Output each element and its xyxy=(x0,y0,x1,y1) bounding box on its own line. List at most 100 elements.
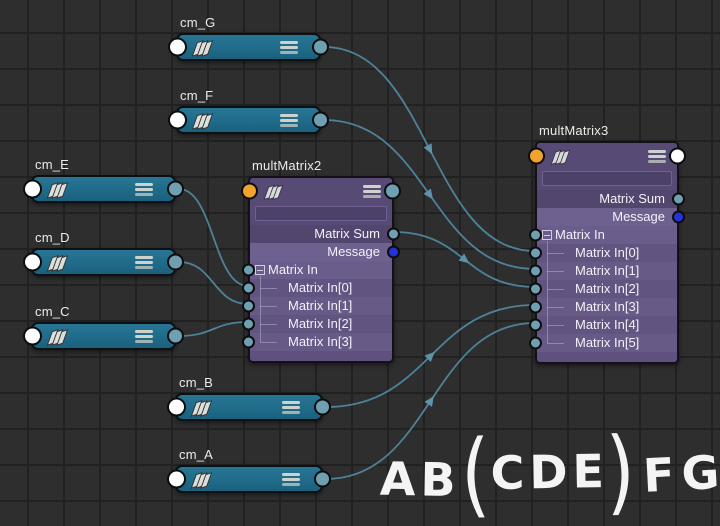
node-multMatrix3[interactable]: multMatrix3 Matrix Sum Message Matrix In xyxy=(528,123,686,364)
attr-row-matrix-in0[interactable]: Matrix In[0] xyxy=(242,279,392,297)
attr-row-matrix-in1[interactable]: Matrix In[1] xyxy=(529,262,677,280)
node-name-field[interactable] xyxy=(255,206,387,221)
output-port[interactable] xyxy=(314,398,331,416)
attr-row-matrix-sum[interactable]: Matrix Sum xyxy=(250,225,400,243)
attr-row-matrix-in2[interactable]: Matrix In[2] xyxy=(529,280,677,298)
matrix-in3-port[interactable] xyxy=(242,335,255,349)
matrix-in1-port[interactable] xyxy=(529,264,542,278)
matrix-sum-port[interactable] xyxy=(672,192,685,206)
menu-icon[interactable] xyxy=(135,255,153,269)
node-title: cm_F xyxy=(180,88,214,103)
attr-row-matrix-in[interactable]: Matrix In xyxy=(529,226,677,244)
attr-row-message[interactable]: Message xyxy=(537,208,685,226)
collapse-toggle[interactable] xyxy=(255,265,265,275)
node-cm_E[interactable]: cm_E xyxy=(23,157,184,203)
attr-row-matrix-sum[interactable]: Matrix Sum xyxy=(537,190,685,208)
attr-row-matrix-in5[interactable]: Matrix In[5] xyxy=(529,334,677,352)
matrix-in3-port[interactable] xyxy=(529,300,542,314)
annotation-paren-open: ( xyxy=(459,420,495,526)
message-port[interactable] xyxy=(672,210,685,224)
tree-line xyxy=(547,241,548,343)
node-cm_A[interactable]: cm_A xyxy=(167,447,331,493)
attr-label: Matrix In[3] xyxy=(288,334,353,349)
input-port[interactable] xyxy=(167,469,186,489)
input-port[interactable] xyxy=(23,179,42,199)
attr-label: Matrix In[2] xyxy=(288,316,353,331)
attr-label: Matrix In[0] xyxy=(575,245,640,260)
output-port[interactable] xyxy=(167,180,184,198)
menu-icon[interactable] xyxy=(135,329,153,343)
output-port[interactable] xyxy=(669,147,686,165)
node-header xyxy=(528,143,686,190)
connection-wire[interactable] xyxy=(178,261,249,305)
attr-label: Message xyxy=(327,244,380,259)
node-title: cm_B xyxy=(179,375,214,390)
attr-row-message[interactable]: Message xyxy=(250,243,400,261)
attr-label: Message xyxy=(612,209,665,224)
output-port[interactable] xyxy=(167,253,184,271)
node-cm_B[interactable]: cm_B xyxy=(167,375,331,421)
menu-icon[interactable] xyxy=(280,40,298,54)
node-cm_G[interactable]: cm_G xyxy=(168,15,329,61)
input-port[interactable] xyxy=(168,37,187,57)
connection-wire[interactable] xyxy=(178,188,249,287)
attr-row-matrix-in1[interactable]: Matrix In[1] xyxy=(242,297,392,315)
tree-line xyxy=(260,276,261,342)
menu-icon[interactable] xyxy=(135,182,153,196)
matrix-in-port[interactable] xyxy=(529,228,542,242)
node-cm_F[interactable]: cm_F xyxy=(168,88,329,134)
matrix-in0-port[interactable] xyxy=(242,281,255,295)
attr-row-matrix-in4[interactable]: Matrix In[4] xyxy=(529,316,677,334)
input-port[interactable] xyxy=(168,110,187,130)
layers-icon xyxy=(190,471,213,489)
matrix-in0-port[interactable] xyxy=(529,246,542,260)
layers-icon xyxy=(46,254,69,272)
menu-icon[interactable] xyxy=(280,113,298,127)
attr-label: Matrix In[5] xyxy=(575,335,640,350)
input-port[interactable] xyxy=(528,147,545,165)
attr-row-matrix-in[interactable]: Matrix In xyxy=(242,261,392,279)
attr-row-matrix-in2[interactable]: Matrix In[2] xyxy=(242,315,392,333)
node-cm_D[interactable]: cm_D xyxy=(23,230,184,276)
matrix-in4-port[interactable] xyxy=(529,318,542,332)
node-name-field[interactable] xyxy=(542,171,672,186)
attr-row-matrix-in0[interactable]: Matrix In[0] xyxy=(529,244,677,262)
node-title: cm_A xyxy=(179,447,214,462)
collapse-toggle[interactable] xyxy=(542,230,552,240)
input-port[interactable] xyxy=(23,326,42,346)
menu-icon[interactable] xyxy=(363,184,381,198)
layers-icon xyxy=(46,181,69,199)
message-port[interactable] xyxy=(387,245,400,259)
matrix-in-port[interactable] xyxy=(242,263,255,277)
node-multMatrix2[interactable]: multMatrix2 Matrix Sum Message Matrix In xyxy=(241,158,401,363)
matrix-in1-port[interactable] xyxy=(242,299,255,313)
node-title: cm_E xyxy=(35,157,70,172)
menu-icon[interactable] xyxy=(282,472,300,486)
attr-label: Matrix In[1] xyxy=(288,298,353,313)
output-port[interactable] xyxy=(312,111,329,129)
menu-icon[interactable] xyxy=(648,149,666,163)
menu-icon[interactable] xyxy=(282,400,300,414)
matrix-in2-port[interactable] xyxy=(529,282,542,296)
attr-label: Matrix In[3] xyxy=(575,299,640,314)
attr-label: Matrix Sum xyxy=(314,226,380,241)
output-port[interactable] xyxy=(312,38,329,56)
input-port[interactable] xyxy=(167,397,186,417)
matrix-in5-port[interactable] xyxy=(529,336,542,350)
output-port[interactable] xyxy=(384,182,401,200)
attr-label: Matrix In[4] xyxy=(575,317,640,332)
annotation-text: AB xyxy=(379,451,462,508)
input-port[interactable] xyxy=(241,182,258,200)
connection-wire[interactable] xyxy=(178,321,249,337)
matrix-in2-port[interactable] xyxy=(242,317,255,331)
attr-row-matrix-in3[interactable]: Matrix In[3] xyxy=(529,298,677,316)
layers-icon xyxy=(191,112,214,130)
input-port[interactable] xyxy=(23,252,42,272)
attr-label: Matrix In[0] xyxy=(288,280,353,295)
output-port[interactable] xyxy=(314,470,331,488)
matrix-sum-port[interactable] xyxy=(387,227,400,241)
output-port[interactable] xyxy=(167,327,184,345)
attr-row-matrix-in3[interactable]: Matrix In[3] xyxy=(242,333,392,351)
node-cm_C[interactable]: cm_C xyxy=(23,304,184,350)
